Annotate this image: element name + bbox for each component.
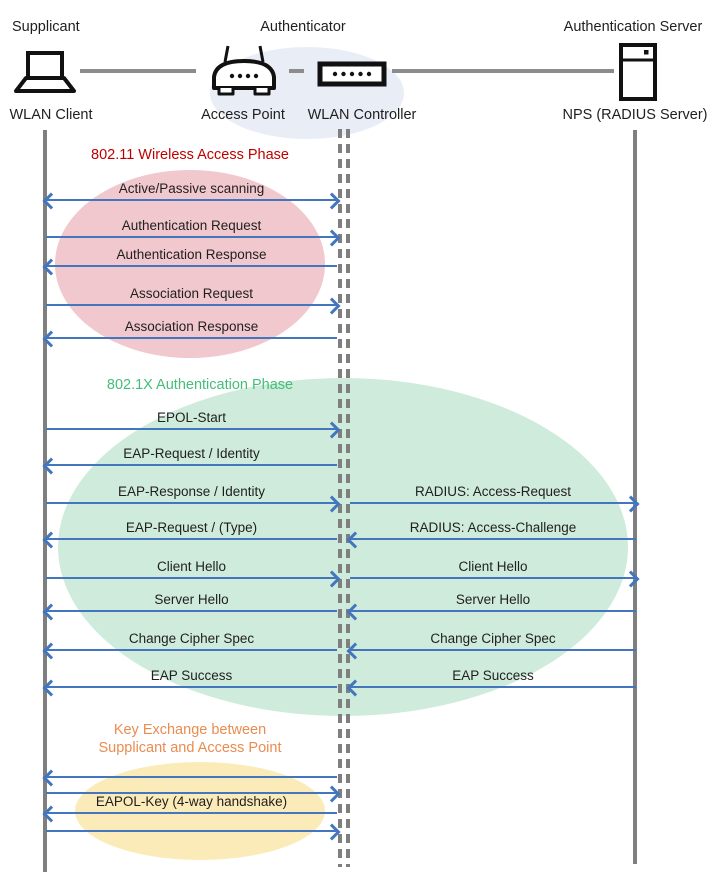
phase3-title-line1: Key Exchange between: [113, 722, 267, 738]
message-label: EAP Success: [452, 668, 534, 683]
wlan-controller-icon: [317, 61, 387, 87]
message-label: EAP Success: [150, 668, 233, 683]
message-arrow: [46, 229, 341, 247]
message-arrow: [42, 330, 337, 348]
message-label: RADIUS: Access-Request: [414, 484, 572, 499]
message-arrow: [350, 495, 640, 513]
message-arrow: [46, 421, 341, 439]
message-label: Server Hello: [455, 592, 531, 607]
message-arrow: [42, 531, 337, 549]
device-wlan-controller: WLAN Controller: [307, 107, 417, 123]
message-label: Active/Passive scanning: [118, 181, 265, 196]
role-authenticator: Authenticator: [260, 19, 346, 35]
message-arrow: [46, 495, 341, 513]
message-arrow: [42, 642, 337, 660]
server-icon: [619, 43, 657, 101]
message-arrow: [42, 258, 337, 276]
access-point-icon: [212, 45, 276, 96]
role-authentication-server: Authentication Server: [563, 19, 703, 35]
connector-client-ap: [80, 69, 196, 73]
message-label: Association Request: [129, 286, 254, 301]
message-arrow: [42, 192, 341, 210]
message-arrow: [346, 642, 636, 660]
message-arrow: [46, 785, 341, 803]
message-arrow: [46, 823, 341, 841]
message-arrow: [346, 603, 636, 621]
server-lifeline: [633, 130, 637, 864]
connector-controller-server: [392, 69, 614, 73]
phase2-title: 802.1X Authentication Phase: [106, 377, 294, 393]
message-label: Client Hello: [458, 559, 528, 574]
message-label: Association Response: [124, 319, 259, 334]
message-arrow: [42, 805, 337, 823]
message-label: EAP-Request / (Type): [125, 520, 258, 535]
device-wlan-client: WLAN Client: [9, 107, 93, 123]
phase2-ellipse: [58, 378, 628, 716]
message-arrow: [346, 679, 636, 697]
message-label: Change Cipher Spec: [128, 631, 255, 646]
message-arrow: [42, 603, 337, 621]
message-label: Server Hello: [154, 592, 229, 607]
message-arrow: [42, 457, 337, 475]
phase3-title-line2: Supplicant and Access Point: [98, 740, 282, 756]
device-access-point: Access Point: [201, 107, 285, 123]
role-supplicant: Supplicant: [12, 19, 80, 35]
message-label: EPOL-Start: [156, 410, 227, 425]
supplicant-lifeline: [43, 130, 47, 872]
message-arrow: [42, 769, 337, 787]
message-arrow: [46, 297, 341, 315]
message-arrow: [46, 570, 341, 588]
message-label: Client Hello: [156, 559, 227, 574]
message-label: Change Cipher Spec: [430, 631, 556, 646]
message-label: Authentication Request: [121, 218, 262, 233]
authenticator-lifeline-dashed-2: [346, 129, 350, 867]
phase1-ellipse: [55, 170, 325, 358]
message-label: RADIUS: Access-Challenge: [409, 520, 577, 535]
message-label: EAP-Response / Identity: [117, 484, 266, 499]
message-arrow: [350, 570, 640, 588]
message-arrow: [346, 531, 636, 549]
message-label: Authentication Response: [116, 247, 267, 262]
authenticator-lifeline-dashed-1: [338, 129, 342, 867]
phase3-ellipse: [75, 762, 325, 860]
message-arrow: [42, 679, 337, 697]
phase3-title: Key Exchange between Supplicant and Acce…: [40, 721, 340, 757]
connector-ap-controller: [289, 69, 304, 73]
phase1-title: 802.11 Wireless Access Phase: [91, 147, 289, 163]
message-label: EAPOL-Key (4-way handshake): [95, 794, 288, 809]
message-label: EAP-Request / Identity: [123, 446, 260, 461]
laptop-icon: [14, 51, 76, 93]
device-nps-radius-server: NPS (RADIUS Server): [562, 107, 708, 123]
